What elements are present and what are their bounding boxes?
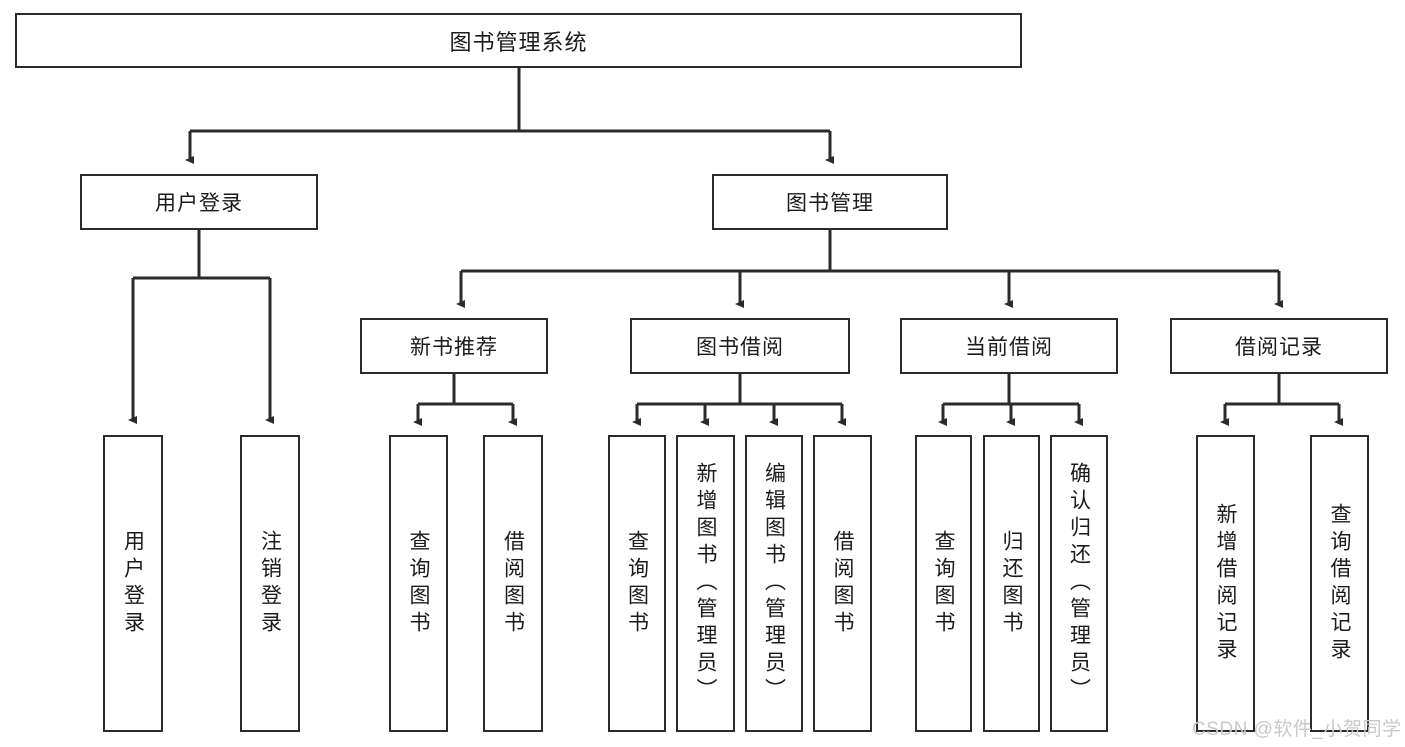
- node-label: 查询借阅记录: [1328, 502, 1351, 665]
- node-label: 当前借阅: [965, 336, 1053, 359]
- node-leaf-query-book-borrow[interactable]: 查询图书: [608, 435, 666, 732]
- node-leaf-edit-book-admin[interactable]: 编辑图书（管理员）: [745, 435, 803, 732]
- node-label: 编辑图书（管理员）: [762, 462, 786, 705]
- node-leaf-add-book-admin[interactable]: 新增图书（管理员）: [676, 435, 735, 732]
- node-leaf-query-borrow-record[interactable]: 查询借阅记录: [1310, 435, 1369, 732]
- node-label: 查询图书: [625, 529, 649, 638]
- node-leaf-logout-login[interactable]: 注销登录: [240, 435, 300, 732]
- node-user-login[interactable]: 用户登录: [80, 174, 318, 230]
- node-label: 图书管理: [786, 192, 874, 215]
- node-label: 用户登录: [155, 192, 243, 215]
- node-label: 用户登录: [121, 529, 145, 638]
- node-borrow-record[interactable]: 借阅记录: [1170, 318, 1388, 374]
- node-label: 借阅图书: [831, 529, 854, 638]
- node-label: 借阅图书: [501, 529, 525, 638]
- node-leaf-query-book-current[interactable]: 查询图书: [915, 435, 972, 732]
- node-leaf-confirm-return-admin[interactable]: 确认归还（管理员）: [1050, 435, 1108, 732]
- node-label: 注销登录: [258, 529, 282, 638]
- node-leaf-query-book-recommend[interactable]: 查询图书: [389, 435, 448, 732]
- node-root[interactable]: 图书管理系统: [15, 13, 1022, 68]
- node-label: 图书借阅: [696, 336, 784, 359]
- watermark-text: CSDN @软件_小贺同学: [1192, 719, 1402, 740]
- node-leaf-borrow-book[interactable]: 借阅图书: [813, 435, 872, 732]
- node-leaf-add-borrow-record[interactable]: 新增借阅记录: [1196, 435, 1255, 732]
- node-leaf-return-book[interactable]: 归还图书: [983, 435, 1040, 732]
- node-label: 新书推荐: [410, 336, 498, 359]
- node-label: 图书管理系统: [449, 29, 588, 55]
- csdn-watermark: CSDN @软件_小贺同学: [1192, 714, 1401, 741]
- node-label: 借阅记录: [1235, 336, 1323, 359]
- node-book-management[interactable]: 图书管理: [712, 174, 948, 230]
- node-label: 新增图书（管理员）: [694, 462, 717, 705]
- node-label: 新增借阅记录: [1214, 502, 1237, 665]
- node-leaf-user-login[interactable]: 用户登录: [103, 435, 163, 732]
- node-current-borrow[interactable]: 当前借阅: [900, 318, 1118, 374]
- node-label: 归还图书: [1000, 529, 1023, 638]
- node-new-book-recommend[interactable]: 新书推荐: [360, 318, 548, 374]
- node-leaf-borrow-book-recommend[interactable]: 借阅图书: [483, 435, 543, 732]
- node-book-borrow[interactable]: 图书借阅: [630, 318, 850, 374]
- node-label: 确认归还（管理员）: [1067, 462, 1091, 705]
- node-label: 查询图书: [932, 529, 955, 638]
- node-label: 查询图书: [407, 529, 430, 638]
